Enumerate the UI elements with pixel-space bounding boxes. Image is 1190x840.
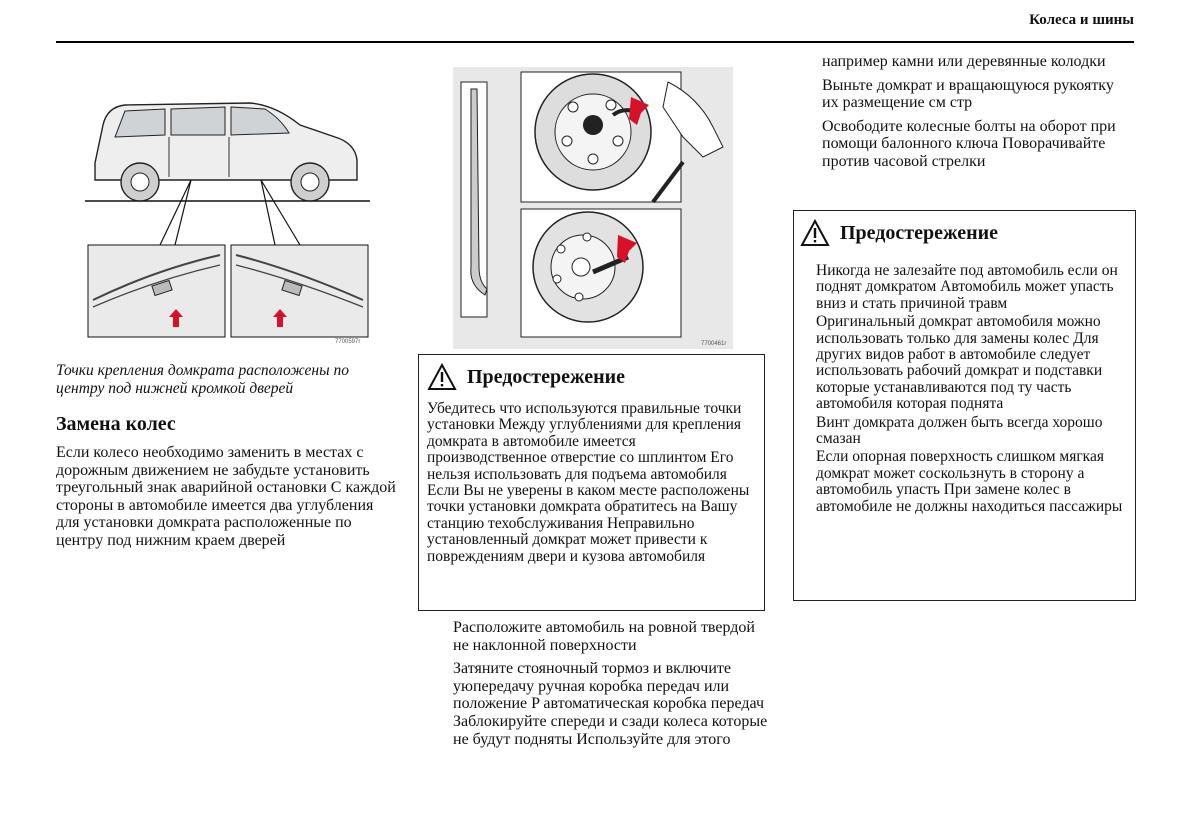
arrow-icon — [617, 235, 637, 263]
warning-text: Убедитесь что используются правильные то… — [427, 400, 750, 565]
step-item: Расположите автомобиль на ровной твердой… — [453, 619, 755, 654]
car-jack-illustration: 7700597r — [85, 102, 370, 345]
figure-wheel-wrench: 7700461r — [453, 67, 733, 349]
figure-code: 7700461r — [701, 341, 726, 347]
warning-paragraph: Если опорная поверхность слишком мягкая … — [816, 448, 1123, 515]
warning-box-jack-points: Предостережение Убедитесь что используют… — [418, 354, 765, 611]
step-item: например камни или деревянные колодки — [822, 53, 1106, 70]
wheel-wrench-illustration: 7700461r — [453, 67, 733, 349]
step-item: Освободите колесные болты на оборот при … — [822, 117, 1116, 170]
warning-text-list: Никогда не залезайте под автомобиль если… — [816, 262, 1127, 515]
arrow-icon — [273, 309, 287, 327]
figure-code: 7700597r — [335, 339, 360, 345]
step-item: Выньте домкрат и вращающуюся рукоятку их… — [822, 76, 1114, 112]
page-header-title: Колеса и шины — [1029, 12, 1134, 28]
warning-triangle-icon — [427, 363, 457, 390]
header-divider — [56, 41, 1134, 43]
steps-right: например камни или деревянные колодки Вы… — [822, 53, 1132, 177]
arrow-icon — [629, 97, 649, 125]
arrow-icon — [169, 309, 183, 327]
warning-title: Предостережение — [467, 365, 626, 388]
section-body: Если колесо необходимо заменить в местах… — [56, 444, 396, 549]
warning-paragraph: Оригинальный домкрат автомобиля можно ис… — [816, 313, 1103, 413]
warning-title: Предостережение — [840, 221, 999, 244]
step-item: Затяните стояночный тормоз и включите ую… — [453, 660, 768, 748]
warning-paragraph: Винт домкрата должен быть всегда хорошо … — [816, 413, 1103, 448]
warning-paragraph: Никогда не залезайте под автомобиль если… — [816, 262, 1118, 312]
section-heading: Замена колес — [56, 413, 176, 435]
steps-middle: Расположите автомобиль на ровной твердой… — [453, 619, 768, 754]
warning-box-safety: Предостережение Никогда не залезайте под… — [793, 210, 1136, 601]
warning-triangle-icon — [800, 219, 830, 246]
figure-jack-points: 7700597r — [85, 85, 370, 345]
figure-caption: Точки крепления домкрата расположены по … — [56, 362, 349, 397]
